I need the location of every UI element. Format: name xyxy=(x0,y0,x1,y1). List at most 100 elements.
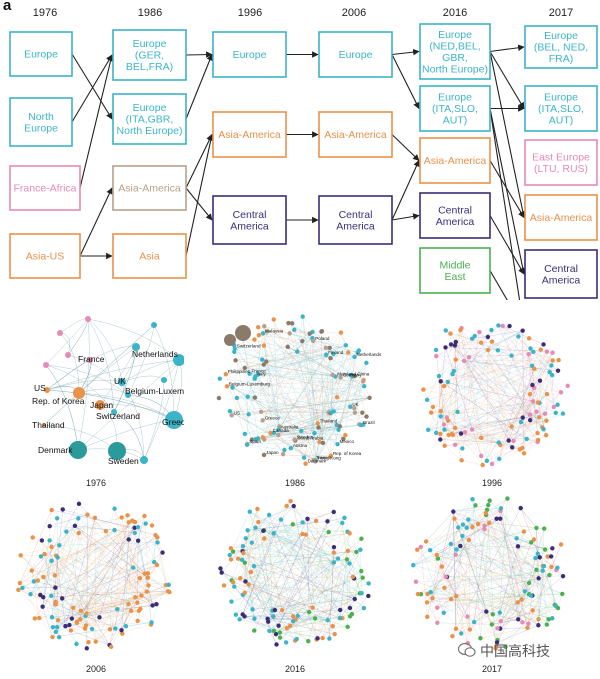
network-node xyxy=(137,576,143,581)
network-edge xyxy=(66,517,122,532)
network-edge xyxy=(450,344,543,428)
network-node xyxy=(55,618,61,623)
network-edge xyxy=(42,606,53,638)
network-edge xyxy=(468,498,508,541)
network-node xyxy=(484,458,490,463)
network-2006 xyxy=(4,488,184,658)
network-edge xyxy=(427,578,539,603)
network-edge xyxy=(456,549,563,595)
network-node xyxy=(345,624,350,630)
network-node xyxy=(85,316,91,322)
network-edge xyxy=(499,354,529,459)
network-edge xyxy=(250,524,293,573)
network-edge xyxy=(457,411,482,438)
network-node xyxy=(326,529,331,535)
network-edge xyxy=(33,581,112,647)
network-edge xyxy=(325,347,332,456)
network-edge xyxy=(420,542,532,595)
network-edge xyxy=(32,537,129,605)
network-edge xyxy=(539,375,553,403)
network-edge xyxy=(302,316,316,461)
network-edge xyxy=(76,577,148,624)
network-edge xyxy=(440,381,445,430)
network-edge xyxy=(87,514,145,574)
network-edge xyxy=(441,529,485,567)
network-node xyxy=(256,519,261,525)
network-edge xyxy=(293,506,313,608)
network-node xyxy=(264,329,270,334)
network-edge xyxy=(249,373,365,387)
network-edge xyxy=(455,359,538,443)
network-edge xyxy=(144,515,152,625)
network-edge xyxy=(70,628,86,631)
network-edge xyxy=(263,530,360,594)
network-edge xyxy=(457,411,527,440)
network-edge xyxy=(499,354,529,459)
network-node-label: Mainland China xyxy=(337,372,369,377)
network-edge xyxy=(243,508,258,554)
network-edge xyxy=(264,454,331,457)
network-edge xyxy=(232,387,255,398)
network-edge xyxy=(30,529,115,595)
network-node xyxy=(233,612,239,617)
network-node xyxy=(126,537,131,542)
network-node xyxy=(248,569,254,575)
network-edge xyxy=(273,533,298,616)
network-edge xyxy=(244,347,327,369)
network-edge xyxy=(235,360,341,378)
network-edge xyxy=(430,498,508,551)
network-node xyxy=(498,506,504,511)
network-edge xyxy=(273,319,315,461)
network-edge xyxy=(436,554,530,584)
network-edge xyxy=(454,518,471,630)
network-node-label: Denmark xyxy=(308,459,327,464)
network-edge xyxy=(278,521,328,626)
network-edge xyxy=(251,527,256,543)
network-node xyxy=(300,338,305,344)
network-node xyxy=(360,575,365,580)
network-node xyxy=(325,519,330,524)
network-node xyxy=(448,541,454,547)
network-edge xyxy=(249,511,360,594)
network-node xyxy=(364,414,369,419)
network-edge xyxy=(297,615,340,619)
network-edge xyxy=(527,604,555,628)
cluster-box-text: (ITA,GBR, xyxy=(126,114,174,126)
network-edge xyxy=(292,558,339,622)
network-edge xyxy=(487,350,509,441)
network-node xyxy=(453,552,458,557)
network-edge xyxy=(460,545,549,620)
network-edge xyxy=(522,352,553,418)
network-node xyxy=(242,590,248,595)
network-node xyxy=(285,344,290,350)
network-edge xyxy=(484,529,538,554)
network-edge xyxy=(440,354,529,412)
network-edge xyxy=(251,505,287,543)
flow-arrow-e16a-e17a xyxy=(489,44,525,53)
network-edge xyxy=(426,602,438,623)
network-edge xyxy=(287,346,365,387)
network-edge xyxy=(317,347,327,424)
network-node xyxy=(165,589,171,594)
network-edge xyxy=(247,412,332,445)
network-edge xyxy=(455,566,552,630)
network-edge xyxy=(432,348,531,408)
network-node xyxy=(63,623,68,629)
network-node xyxy=(472,333,477,339)
network-node xyxy=(448,342,454,347)
network-node xyxy=(424,397,430,403)
network-edge xyxy=(244,522,303,593)
network-edge xyxy=(468,512,486,541)
network-edge xyxy=(283,412,356,455)
network-edge xyxy=(280,519,343,619)
network-edge xyxy=(51,509,63,618)
network-edge xyxy=(517,546,528,628)
network-edge xyxy=(244,615,298,617)
network-edge xyxy=(251,416,367,440)
network-edge xyxy=(45,364,115,413)
network-edge xyxy=(113,411,145,461)
network-node xyxy=(338,375,343,380)
network-node xyxy=(50,634,55,640)
network-edge xyxy=(232,387,355,413)
network-node xyxy=(49,593,54,598)
